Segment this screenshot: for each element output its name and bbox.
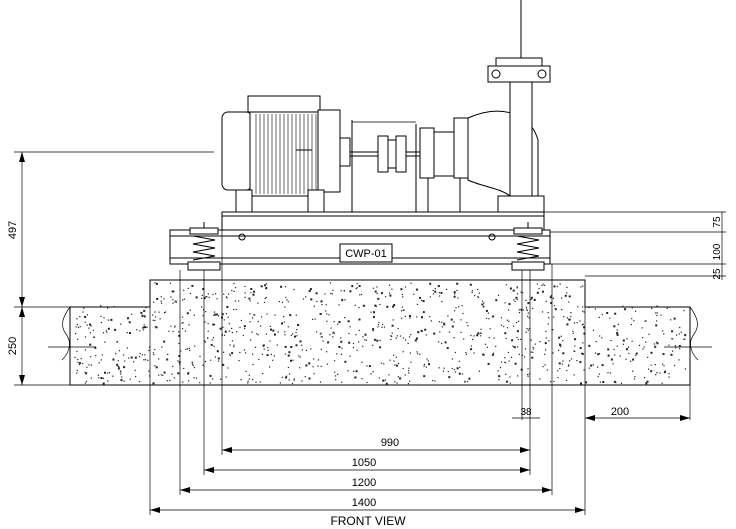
motor-cooling-fins xyxy=(255,114,317,194)
dim-1200: 1200 xyxy=(180,477,552,493)
dim-497-label: 497 xyxy=(7,221,19,239)
coupling xyxy=(350,120,420,212)
spring-isolator-right xyxy=(511,222,545,271)
dim-100: 100 xyxy=(712,232,723,264)
dim-38: 38 xyxy=(512,407,540,419)
dim-1050-label: 1050 xyxy=(352,457,376,469)
equipment-tag: CWP-01 xyxy=(339,243,393,263)
dim-100-label: 100 xyxy=(712,243,723,260)
break-line-left xyxy=(61,306,71,361)
dim-38-label: 38 xyxy=(520,407,532,418)
dim-75-label: 75 xyxy=(712,216,723,228)
break-line-right xyxy=(689,306,699,361)
dim-200-label: 200 xyxy=(611,406,629,418)
dim-250: 250 xyxy=(7,307,25,385)
concrete-foundation xyxy=(48,279,712,386)
equipment-tag-label: CWP-01 xyxy=(345,248,387,260)
dim-1050: 1050 xyxy=(204,457,530,473)
concrete-speckle-texture xyxy=(74,282,687,385)
dim-1400-label: 1400 xyxy=(352,497,376,509)
dim-1200-label: 1200 xyxy=(352,477,376,489)
motor xyxy=(221,95,351,213)
dim-200: 200 xyxy=(585,406,690,421)
dim-497: 497 xyxy=(7,152,25,307)
dim-250-label: 250 xyxy=(7,337,19,355)
view-title: FRONT VIEW xyxy=(330,514,406,528)
dim-25-label: 25 xyxy=(712,268,723,280)
dim-25: 25 xyxy=(712,264,723,280)
dim-75: 75 xyxy=(712,212,723,232)
dim-990: 990 xyxy=(222,437,530,453)
dim-1400: 1400 xyxy=(150,497,585,513)
extension-lines xyxy=(14,151,726,515)
dim-990-label: 990 xyxy=(381,437,399,449)
pump xyxy=(419,0,551,213)
